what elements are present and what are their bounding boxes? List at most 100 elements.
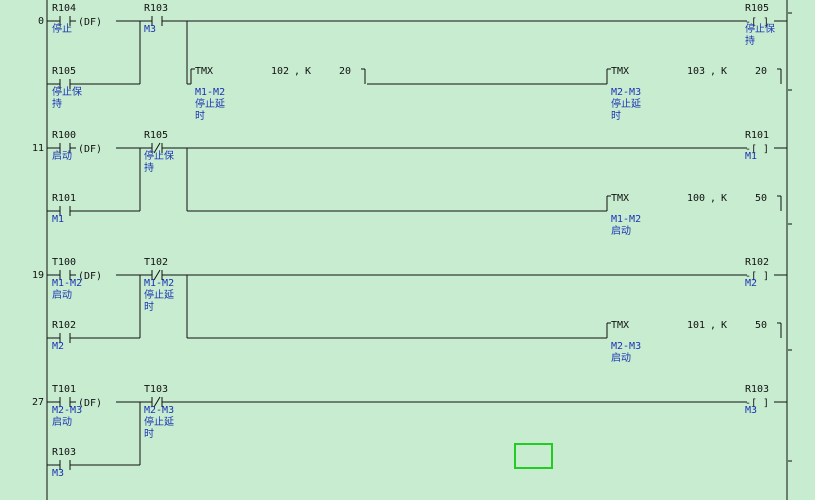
contact-comment: 停止保 bbox=[52, 85, 82, 98]
timer-preset: 50 bbox=[755, 320, 767, 331]
contact-address: R103 bbox=[144, 3, 168, 14]
coil-symbol: -[ ] bbox=[745, 17, 769, 28]
df-instruction: (DF) bbox=[78, 144, 102, 155]
contact-address: T102 bbox=[144, 257, 168, 268]
output-coil[interactable]: R101 -[ ]M1 bbox=[745, 130, 769, 162]
contact-comment: 启动 bbox=[52, 288, 72, 301]
contact-slash bbox=[153, 396, 161, 408]
timer-comment: 启动 bbox=[611, 351, 631, 364]
timer-preset: 20 bbox=[755, 66, 767, 77]
coil-symbol: -[ ] bbox=[745, 144, 769, 155]
contact-address: R100 bbox=[52, 130, 76, 141]
step-number: 11 bbox=[32, 143, 44, 154]
timer-comment: 停止延 bbox=[195, 97, 225, 110]
timer-comment: 启动 bbox=[611, 224, 631, 237]
step-number: 0 bbox=[38, 16, 44, 27]
contact-comment: 启动 bbox=[52, 149, 72, 162]
contact-address: R101 bbox=[52, 193, 76, 204]
coil-comment: M3 bbox=[745, 405, 757, 416]
contact-address: R105 bbox=[52, 66, 76, 77]
timer-comment: 时 bbox=[195, 110, 205, 122]
selection-cursor[interactable] bbox=[514, 443, 553, 469]
timer-comment: 时 bbox=[611, 110, 621, 122]
timer-preset: 20 bbox=[339, 66, 351, 77]
timer-op: TMX bbox=[611, 193, 629, 204]
contact-slash bbox=[153, 269, 161, 281]
timer-comment: M2-M3 bbox=[611, 87, 641, 98]
timer-comment: 停止延 bbox=[611, 97, 641, 110]
coil-comment: M1 bbox=[745, 151, 757, 162]
contact-comment: M2 bbox=[52, 341, 64, 352]
contact-slash bbox=[153, 142, 161, 154]
contact-comment: M1-M2 bbox=[144, 278, 174, 289]
timer-separator: , bbox=[710, 66, 716, 77]
contact-comment: 时 bbox=[144, 301, 154, 313]
coil-symbol: -[ ] bbox=[745, 398, 769, 409]
coil-comment: M2 bbox=[745, 278, 757, 289]
timer-separator: , bbox=[710, 193, 716, 204]
no-contact[interactable]: R100 启动 bbox=[47, 130, 76, 162]
coil-comment: 持 bbox=[745, 34, 755, 47]
contact-comment: 启动 bbox=[52, 415, 72, 428]
contact-comment: M3 bbox=[52, 468, 64, 479]
contact-comment: 持 bbox=[144, 161, 154, 174]
coil-address: R101 bbox=[745, 130, 769, 141]
timer-separator: , bbox=[710, 320, 716, 331]
timer-separator: , bbox=[294, 66, 300, 77]
contact-address: R105 bbox=[144, 130, 168, 141]
contact-comment: M1 bbox=[52, 214, 64, 225]
timer-k-label: K bbox=[721, 320, 727, 331]
contact-comment: 停止保 bbox=[144, 149, 174, 162]
timer-k-label: K bbox=[305, 66, 311, 77]
contact-comment: M2-M3 bbox=[144, 405, 174, 416]
timer-k-label: K bbox=[721, 193, 727, 204]
timer-comment: M1-M2 bbox=[611, 214, 641, 225]
contact-comment: 停止延 bbox=[144, 288, 174, 301]
df-instruction: (DF) bbox=[78, 398, 102, 409]
contact-address: R102 bbox=[52, 320, 76, 331]
output-coil[interactable]: R103 -[ ]M3 bbox=[745, 384, 769, 416]
contact-address: T100 bbox=[52, 257, 76, 268]
timer-op: TMX bbox=[611, 320, 629, 331]
timer-comment: M2-M3 bbox=[611, 341, 641, 352]
timer-number: 100 bbox=[687, 193, 705, 204]
timer-number: 101 bbox=[687, 320, 705, 331]
output-coil[interactable]: R102-[ ]M2 bbox=[745, 257, 769, 289]
df-instruction: (DF) bbox=[78, 17, 102, 28]
coil-address: R103 bbox=[745, 384, 769, 395]
step-number: 27 bbox=[32, 397, 44, 408]
timer-op: TMX bbox=[611, 66, 629, 77]
timer-preset: 50 bbox=[755, 193, 767, 204]
contact-comment: 停止延 bbox=[144, 415, 174, 428]
coil-symbol: -[ ] bbox=[745, 271, 769, 282]
timer-comment: M1-M2 bbox=[195, 87, 225, 98]
timer-op: TMX bbox=[195, 66, 213, 77]
timer-number: 103 bbox=[687, 66, 705, 77]
contact-address: R103 bbox=[52, 447, 76, 458]
contact-comment: 持 bbox=[52, 97, 62, 110]
contact-address: R104 bbox=[52, 3, 76, 14]
contact-comment: M3 bbox=[144, 24, 156, 35]
contact-comment: M1-M2 bbox=[52, 278, 82, 289]
contact-address: T103 bbox=[144, 384, 168, 395]
timer-number: 102 bbox=[271, 66, 289, 77]
df-instruction: (DF) bbox=[78, 271, 102, 282]
coil-address: R105 bbox=[745, 3, 769, 14]
